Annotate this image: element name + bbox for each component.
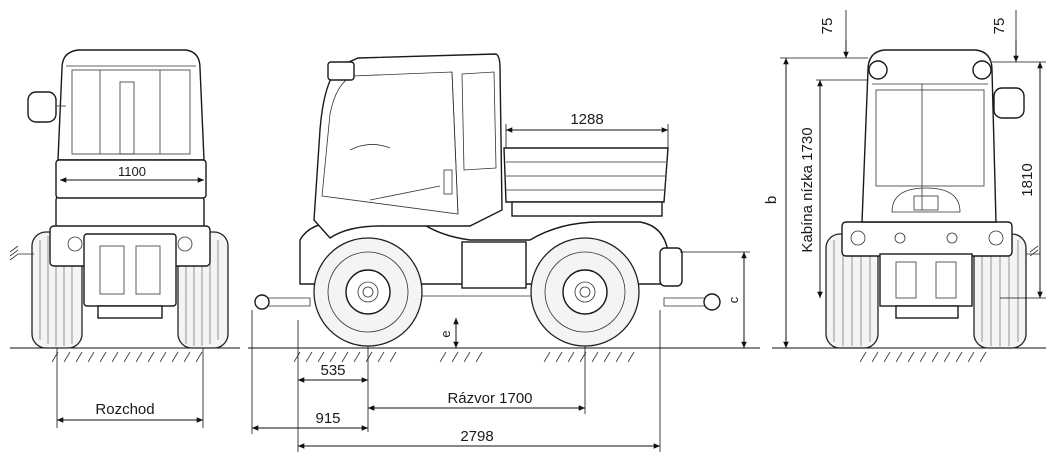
bed-length-label: 1288: [570, 111, 603, 128]
bed-length-dimension: 1288: [505, 111, 669, 148]
offset-75-left-dimension: 75: [819, 10, 849, 58]
track-width-label: Rozchod: [95, 401, 154, 418]
track-width-dimension: Rozchod: [56, 348, 204, 428]
height-1810-label: 1810: [1019, 163, 1036, 196]
side-front-wheel: [313, 237, 423, 347]
wheelbase-label: Rázvor 1700: [447, 390, 532, 407]
offset-75-right-label: 75: [991, 18, 1008, 35]
front-cab: [27, 49, 207, 199]
rear-cab: [861, 49, 1025, 223]
rear-view: 75 75 b Kabína nízka 1730 1810: [763, 10, 1046, 363]
side-view: 1288 c e 535 Rázvor 1700: [248, 53, 760, 452]
overhang-915-dimension: 915: [252, 410, 368, 431]
low-cab-height-label: Kabína nízka 1730: [799, 127, 816, 252]
clearance-e-label: e: [438, 330, 453, 337]
wheelbase-dimension: Rázvor 1700: [368, 390, 585, 411]
rear-chassis: [841, 221, 1040, 319]
ground-hatch-side: [293, 351, 635, 363]
rear-left-tire: [825, 233, 879, 349]
offset-75-left-label: 75: [819, 18, 836, 35]
total-length-label: 2798: [460, 428, 493, 445]
height-1810-dimension: 1810: [1000, 62, 1046, 299]
ground-hatch-rear: [859, 351, 987, 363]
cargo-bed: [503, 147, 669, 217]
side-cab: [313, 53, 503, 239]
rear-overhang-535-dimension: 535: [298, 362, 368, 383]
rear-right-tire: [973, 233, 1027, 349]
height-c-label: c: [726, 296, 741, 303]
offset-75-right-dimension: 75: [991, 10, 1019, 62]
width-1100-dimension: 1100: [60, 164, 204, 183]
height-b-label: b: [763, 196, 780, 204]
rear-overhang-535-label: 535: [320, 362, 345, 379]
clearance-e-dimension: e: [438, 318, 459, 348]
total-length-dimension: 2798: [298, 428, 660, 449]
front-chassis: [9, 195, 211, 319]
ground-hatch-front: [51, 351, 203, 363]
front-view: 1100 Rozchod: [9, 49, 240, 428]
height-b-dimension: b: [763, 58, 789, 348]
height-c-dimension: c: [680, 251, 750, 348]
low-cab-height-dimension: Kabína nízka 1730: [799, 80, 823, 298]
side-rear-wheel: [530, 237, 640, 347]
width-1100-label: 1100: [118, 164, 146, 179]
overhang-915-label: 915: [315, 410, 340, 427]
